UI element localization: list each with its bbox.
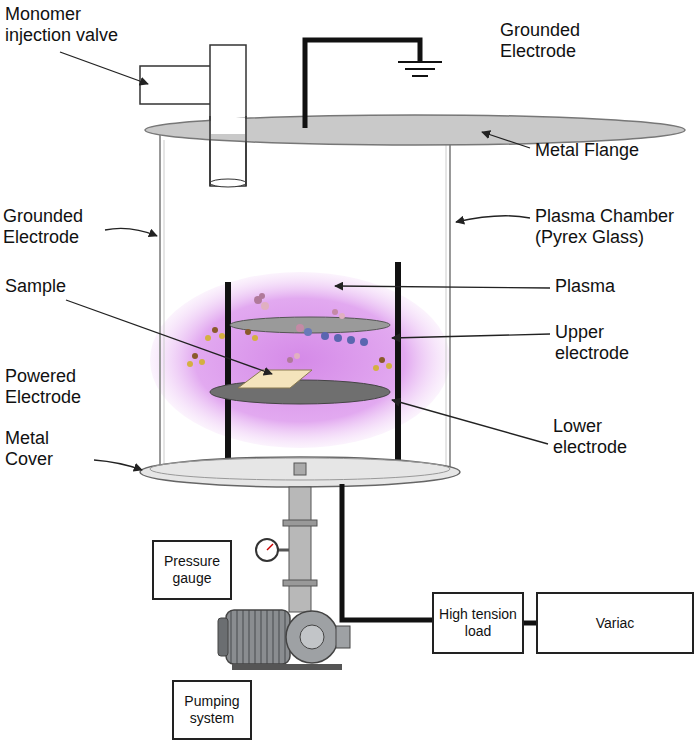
pump-outlet <box>336 626 350 648</box>
ground-wire <box>305 40 420 128</box>
box-text: Pumping system <box>178 693 246 727</box>
lower-electrode <box>210 380 390 404</box>
metal-cover <box>140 457 460 487</box>
box-text: Pressure gauge <box>158 553 226 587</box>
leader-line <box>94 460 142 470</box>
valve-tube <box>211 118 245 134</box>
gauge-needle <box>267 544 273 550</box>
leader-line <box>335 286 550 288</box>
plasma-glow <box>150 272 450 448</box>
wire-connector <box>524 621 536 626</box>
electrode-label: Powered Electrode <box>5 366 105 408</box>
leader-line <box>66 300 272 374</box>
valve-tube-end <box>210 179 246 187</box>
label-box: Pressure gauge <box>152 540 232 600</box>
electrode-label: Lower electrode <box>553 416 663 458</box>
sample-label: Sample <box>5 276 95 297</box>
cover-label: Metal Cover <box>5 428 95 470</box>
leader-line <box>482 132 530 148</box>
ground-label: Grounded Electrode <box>3 206 103 248</box>
label-box: Pumping system <box>172 680 252 740</box>
ground-symbol <box>398 61 442 63</box>
label-box: High tension load <box>432 592 524 654</box>
pump-motor <box>226 610 290 664</box>
monomer-molecules <box>187 293 392 371</box>
gauge-stem <box>278 549 289 552</box>
pump-motor-cap <box>218 618 228 656</box>
valve-body <box>140 66 212 104</box>
power-wire <box>342 484 432 620</box>
leader-line <box>456 216 530 222</box>
chamber-wall <box>164 140 165 466</box>
pump-head <box>286 611 338 663</box>
label-box: Variac <box>536 592 694 654</box>
ground-symbol <box>405 68 435 70</box>
leader-line <box>392 400 548 444</box>
valve-tube-edge <box>209 116 211 186</box>
ground-label: Grounded Electrode <box>500 20 610 62</box>
electrode-label: Upper electrode <box>555 322 665 364</box>
pressure-gauge-dial <box>256 539 278 561</box>
box-text: Variac <box>596 615 635 632</box>
ground-symbol <box>412 75 428 77</box>
chamber-wall <box>446 140 447 466</box>
electrode-rod <box>225 282 231 470</box>
leader-line <box>392 334 550 338</box>
chamber-wall <box>449 135 451 468</box>
leader-line <box>60 52 148 84</box>
pump-pipe <box>289 487 311 612</box>
pipe-flange <box>283 580 317 586</box>
plasma-label: Plasma <box>555 276 655 297</box>
electrode-rod <box>395 262 401 470</box>
pipe-flange <box>283 520 317 526</box>
sample <box>238 370 312 388</box>
pump-port <box>294 463 306 475</box>
flange-label: Metal Flange <box>535 140 675 161</box>
valve-tube-edge <box>245 116 247 186</box>
box-text: High tension load <box>438 606 518 640</box>
metal-cover-inner <box>150 458 450 480</box>
chamber-label: Plasma Chamber (Pyrex Glass) <box>535 206 695 248</box>
leader-line <box>105 228 157 236</box>
pump-head-hub <box>300 625 324 649</box>
pump-base <box>232 664 342 670</box>
valve-label: Monomer injection valve <box>5 4 135 46</box>
chamber-wall <box>159 135 161 468</box>
